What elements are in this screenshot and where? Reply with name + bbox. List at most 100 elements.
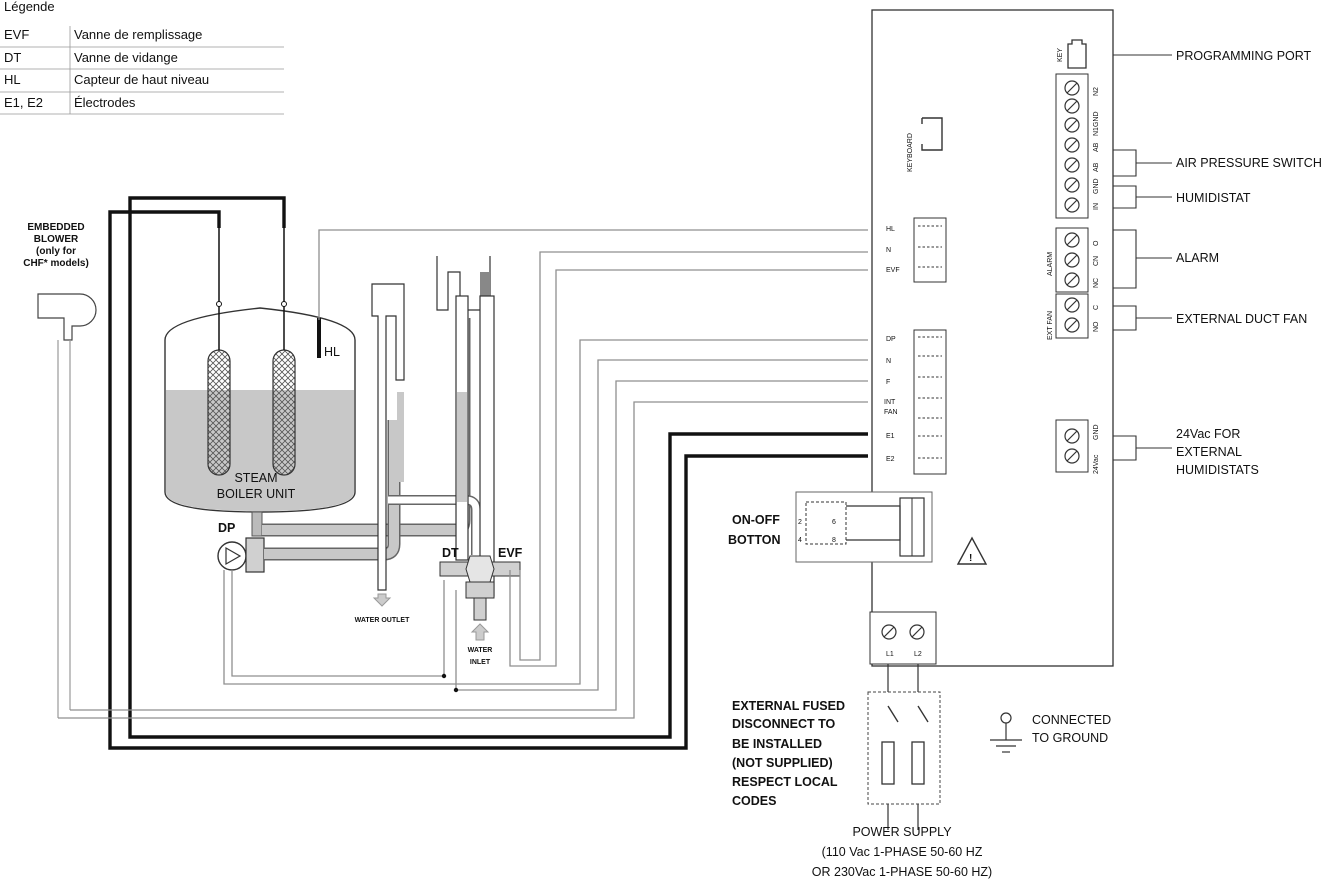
boiler-label: STEAM	[234, 471, 277, 485]
terminal-screw-slot	[1066, 254, 1078, 266]
callouts	[1113, 54, 1172, 461]
terminal-label: IN	[1093, 203, 1100, 210]
terminal-screw-slot	[1066, 119, 1078, 131]
power-supply-label: POWER SUPPLY	[852, 825, 952, 839]
connector-block-a	[913, 217, 947, 283]
disconnect-switch	[887, 705, 899, 723]
terminal-screw-slot	[1066, 100, 1078, 112]
disconnect-label: DISCONNECT TO	[732, 717, 836, 731]
external-humidistats-label: EXTERNAL	[1176, 445, 1242, 459]
terminal-label: O	[1093, 240, 1100, 246]
power-supply: POWER SUPPLY (110 Vac 1-PHASE 50-60 HZ O…	[812, 825, 992, 879]
power-supply-label: (110 Vac 1-PHASE 50-60 HZ	[822, 845, 983, 859]
boiler-outlet-stub	[251, 511, 263, 537]
electrode-e1	[207, 349, 231, 476]
terminal-screw-slot	[1066, 199, 1078, 211]
connector-pins	[918, 225, 942, 459]
pin-label: N	[886, 358, 891, 365]
terminal-screw-slot	[1066, 319, 1078, 331]
pin-label: N	[886, 247, 891, 254]
valves: DT EVF WATER INLET	[439, 546, 523, 666]
terminal-label: GND	[1093, 178, 1100, 194]
callout-bracket	[1113, 185, 1172, 209]
terminal-label: NO	[1093, 321, 1100, 332]
fused-disconnect: EXTERNAL FUSED DISCONNECT TO BE INSTALLE…	[732, 664, 941, 830]
disconnect-enclosure	[867, 691, 941, 805]
legend-text-hl: Capteur de haut niveau	[74, 72, 209, 87]
wire-dp-signal	[223, 339, 868, 685]
terminal-screw-slot	[1066, 430, 1078, 442]
terminal-label: NC	[1093, 278, 1100, 288]
embedded-blower: EMBEDDED BLOWER (only for CHF* models)	[23, 222, 97, 718]
legend: Légende EVF Vanne de remplissage DT Vann…	[0, 0, 284, 115]
terminal-screw-slot	[883, 626, 895, 638]
terminal-strip-supply	[869, 611, 937, 665]
disconnect-label: CODES	[732, 794, 776, 808]
air-pressure-switch-label: AIR PRESSURE SWITCH	[1176, 156, 1322, 170]
fuse-icon	[881, 741, 895, 785]
boiler-label: BOILER UNIT	[217, 487, 296, 501]
wire-junction	[441, 673, 447, 679]
on-off-label: BOTTON	[728, 533, 781, 547]
steam-boiler-unit: HL STEAM BOILER UNIT DP	[164, 228, 356, 573]
electrode-e2	[272, 349, 296, 476]
legend-code-hl: HL	[4, 72, 21, 87]
terminal-label: AB	[1093, 142, 1100, 152]
on-off-switch: ON-OFF BOTTON 2 4 6 8 !	[728, 491, 988, 565]
terminal-screw-slot	[1066, 139, 1078, 151]
warning-icon-mark: !	[969, 553, 972, 564]
on-off-pin: 6	[832, 519, 836, 526]
terminal-label: N2	[1093, 87, 1100, 96]
terminal-screw-slot	[1066, 234, 1078, 246]
terminal-label: CN	[1093, 256, 1100, 266]
evf-label: EVF	[498, 546, 523, 560]
wire-e2	[128, 196, 868, 739]
wire-hl	[318, 229, 868, 320]
terminal-label: AB	[1093, 162, 1100, 172]
wire-e1	[108, 210, 868, 750]
key-label: KEY	[1057, 48, 1064, 62]
on-off-switch-body	[795, 491, 933, 563]
terminal-screw-slot	[1066, 299, 1078, 311]
terminal-screw-slot	[1066, 159, 1078, 171]
disconnect-switch	[917, 705, 929, 723]
blower-label: BLOWER	[34, 234, 79, 245]
legend-code-electrodes: E1, E2	[4, 95, 43, 110]
pin-label: DP	[886, 336, 896, 343]
keyboard-connector	[921, 117, 943, 151]
pin-label: HL	[886, 226, 895, 233]
extfan-group-label: EXT FAN	[1047, 311, 1054, 340]
wire-evf	[519, 251, 868, 661]
terminal-label: GND	[1093, 424, 1100, 440]
on-off-label: ON-OFF	[732, 513, 780, 527]
ground-label: TO GROUND	[1032, 731, 1108, 745]
water-outlet: WATER OUTLET	[355, 593, 410, 624]
external-humidistats-label: HUMIDISTATS	[1176, 463, 1259, 477]
water-inlet-label: WATER	[468, 647, 493, 654]
on-off-contact	[805, 501, 847, 545]
legend-text-electrodes: Électrodes	[74, 95, 136, 110]
terminal-label: 24Vac	[1093, 454, 1100, 474]
wire-n2	[455, 359, 868, 691]
on-off-pin: 8	[832, 537, 836, 544]
fill-cup-outer	[371, 283, 405, 591]
legend-text-evf: Vanne de remplissage	[74, 27, 202, 42]
overflow-water	[480, 272, 490, 310]
ground-label: CONNECTED	[1032, 713, 1111, 727]
water-outlet-arrow-icon	[372, 593, 392, 607]
on-off-pin: 4	[798, 537, 802, 544]
high-level-probe	[317, 318, 321, 358]
electrode-terminal	[281, 301, 287, 307]
wire-n	[509, 269, 868, 667]
terminal-screw-slot	[1066, 179, 1078, 191]
blower-icon	[37, 293, 97, 341]
legend-title: Légende	[4, 0, 55, 14]
keyboard-label: KEYBOARD	[907, 133, 914, 172]
power-supply-label: OR 230Vac 1-PHASE 50-60 HZ)	[812, 865, 992, 879]
terminal-screw-slot	[1066, 274, 1078, 286]
wiring	[58, 196, 868, 750]
dp-label: DP	[218, 521, 235, 535]
external-duct-fan-label: EXTERNAL DUCT FAN	[1176, 312, 1307, 326]
terminal-screws	[881, 80, 1080, 640]
external-humidistats-label: 24Vac FOR	[1176, 427, 1240, 441]
